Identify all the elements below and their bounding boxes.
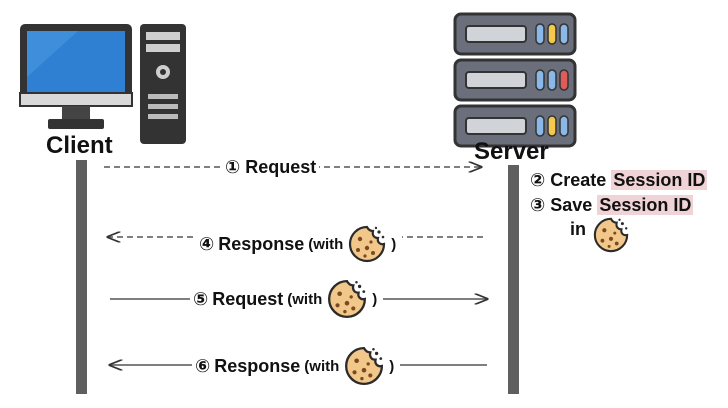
step-4-close: ) bbox=[391, 235, 397, 253]
cookie-icon bbox=[593, 217, 629, 253]
step-6-number: ⑥ bbox=[195, 355, 211, 376]
step-4-number: ④ bbox=[199, 233, 215, 254]
server-lifeline bbox=[508, 165, 519, 394]
step-5-text: Request bbox=[212, 288, 284, 309]
step-5-label: ⑤ Request (with ) bbox=[190, 278, 384, 320]
cookie-icon bbox=[349, 225, 386, 263]
client-lifeline bbox=[76, 160, 87, 394]
step-2-label: ② Create Session ID bbox=[530, 170, 708, 191]
cookie-icon bbox=[345, 346, 384, 386]
step-1-number: ① bbox=[225, 157, 241, 177]
step-4-label: ④ Response (with ) bbox=[196, 224, 403, 264]
server-label: Server bbox=[474, 138, 549, 165]
step-5-close: ) bbox=[372, 290, 378, 308]
step-5-number: ⑤ bbox=[193, 288, 209, 309]
step-5-with: (with bbox=[287, 290, 323, 308]
step-6-close: ) bbox=[389, 357, 395, 375]
session-id-highlight: Session ID bbox=[611, 170, 708, 190]
cookie-icon bbox=[328, 279, 367, 319]
client-label: Client bbox=[46, 132, 113, 159]
step-3-number: ③ bbox=[530, 195, 546, 215]
step-1-label: ① Request bbox=[222, 157, 320, 178]
step-6-with: (with bbox=[304, 357, 340, 375]
step-3-text: Save bbox=[550, 195, 593, 215]
server-rack-icon bbox=[453, 12, 577, 148]
step-6-text: Response bbox=[214, 355, 301, 376]
step-4-with: (with bbox=[308, 235, 344, 253]
desktop-computer-icon bbox=[19, 24, 186, 144]
session-id-highlight: Session ID bbox=[597, 195, 694, 215]
step-3-suffix: in bbox=[570, 219, 586, 239]
step-2-text: Create bbox=[550, 170, 607, 190]
step-6-label: ⑥ Response (with ) bbox=[192, 345, 401, 387]
step-4-text: Response bbox=[218, 233, 305, 254]
step-3-label: ③ Save Session ID bbox=[530, 195, 694, 216]
step-2-number: ② bbox=[530, 170, 546, 190]
step-1-text: Request bbox=[245, 157, 317, 177]
